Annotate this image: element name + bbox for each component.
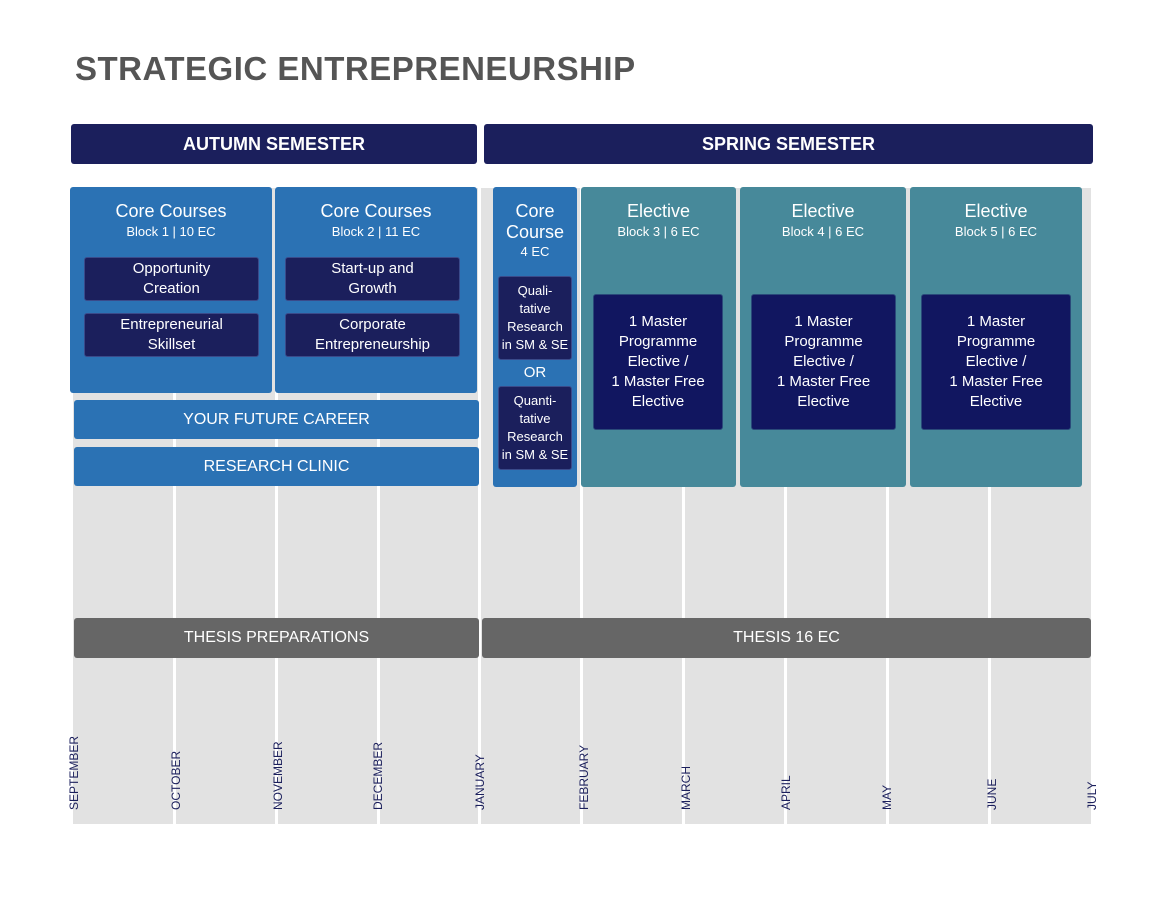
elective-heading: Elective [964, 201, 1028, 221]
page-title: STRATEGIC ENTREPRENEURSHIP [75, 50, 636, 87]
month-divider [377, 188, 380, 824]
core-block-1-heading: Core Courses [115, 201, 227, 221]
course-opportunity-creation: Opportunity Creation [84, 257, 259, 301]
month-divider [478, 188, 481, 824]
month-divider [886, 188, 889, 824]
month-divider [988, 188, 991, 824]
elective-block-label: Block 3 | 6 EC [617, 224, 700, 239]
course-start-up-and-growth: Start-up and Growth [285, 257, 460, 301]
course-quantitative-research: Quanti- tative Research in SM & SE [498, 386, 572, 470]
month-label: APRIL [779, 775, 793, 810]
elective-content: 1 Master Programme Elective / 1 Master F… [593, 294, 723, 430]
autumn-semester-header: AUTUMN SEMESTER [71, 124, 477, 164]
core-course-heading: Core Course [505, 201, 565, 242]
month-label: JULY [1085, 781, 1099, 810]
month-label: MARCH [679, 766, 693, 810]
course-corporate-entrepreneurship: Corporate Entrepreneurship [285, 313, 460, 357]
month-label: JUNE [985, 778, 999, 810]
elective-block-5: Elective Block 5 | 6 EC 1 Master Program… [910, 187, 1082, 487]
elective-heading: Elective [791, 201, 855, 221]
thesis-preparations-bar: THESIS PREPARATIONS [74, 618, 479, 658]
elective-block-4: Elective Block 4 | 6 EC 1 Master Program… [740, 187, 906, 487]
month-divider [784, 188, 787, 824]
research-clinic-bar: RESEARCH CLINIC [74, 447, 479, 486]
elective-content: 1 Master Programme Elective / 1 Master F… [751, 294, 896, 430]
month-label: NOVEMBER [271, 741, 285, 810]
month-label: DECEMBER [371, 741, 385, 810]
month-divider [173, 188, 176, 824]
month-label: JANUARY [473, 754, 487, 810]
core-block-2-label: Block 2 | 11 EC [331, 224, 421, 239]
core-courses-block-1: Core Courses Block 1 | 10 EC Opportunity… [70, 187, 272, 393]
elective-content: 1 Master Programme Elective / 1 Master F… [921, 294, 1071, 430]
core-course-research: Core Course 4 EC Quali- tative Research … [493, 187, 577, 487]
thesis-bar: THESIS 16 EC [482, 618, 1091, 658]
month-divider [275, 188, 278, 824]
elective-block-3: Elective Block 3 | 6 EC 1 Master Program… [581, 187, 736, 487]
core-courses-block-2: Core Courses Block 2 | 11 EC Start-up an… [275, 187, 477, 393]
month-label: OCTOBER [169, 750, 183, 810]
elective-block-label: Block 4 | 6 EC [781, 224, 865, 239]
core-block-1-label: Block 1 | 10 EC [126, 224, 216, 239]
month-divider [682, 188, 685, 824]
your-future-career-bar: YOUR FUTURE CAREER [74, 400, 479, 439]
spring-semester-header: SPRING SEMESTER [484, 124, 1093, 164]
month-label: FEBRUARY [577, 744, 591, 810]
elective-block-label: Block 5 | 6 EC [954, 224, 1038, 239]
core-course-ec: 4 EC [520, 244, 550, 259]
course-qualitative-research: Quali- tative Research in SM & SE [498, 276, 572, 360]
month-label: MAY [880, 784, 894, 810]
course-entrepreneurial-skillset: Entrepreneurial Skillset [84, 313, 259, 357]
or-label: OR [523, 364, 547, 381]
elective-heading: Elective [626, 201, 691, 221]
month-label: SEPTEMBER [67, 735, 81, 810]
core-block-2-heading: Core Courses [320, 201, 432, 221]
month-divider [580, 188, 583, 824]
